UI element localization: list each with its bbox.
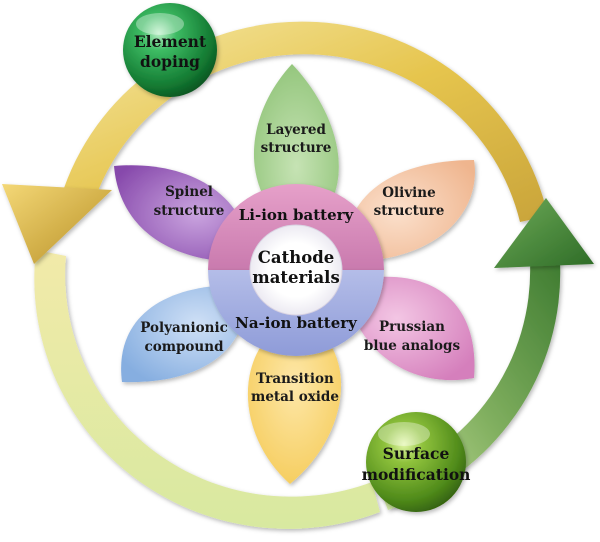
petal-labels: Layered structure Olivine structure Prus…	[140, 122, 460, 405]
green-arrowhead	[494, 198, 594, 268]
element-doping-highlight	[136, 13, 184, 35]
surface-modification-sphere	[366, 412, 466, 512]
prussian-label-line2: blue analogs	[364, 338, 461, 354]
layered-label-line1: Layered	[266, 122, 326, 138]
prussian-label-line1: Prussian	[379, 319, 445, 335]
petal-transition	[247, 318, 342, 484]
spinel-label-line2: structure	[154, 203, 225, 219]
gold-arrowhead	[2, 184, 112, 264]
polyanionic-label-line2: compound	[144, 339, 224, 355]
center-label-line1: Cathode	[258, 248, 334, 267]
li-ion-label: Li-ion battery	[239, 206, 355, 224]
element-doping-line1: Element	[134, 32, 207, 51]
petal-olivine	[344, 160, 475, 262]
pale-arc	[34, 250, 381, 529]
surface-modification-line2: modification	[362, 465, 471, 484]
sphere-surface-modification: Surface modification	[362, 412, 471, 512]
sphere-element-doping: Element doping	[123, 3, 217, 97]
transition-label-line2: metal oxide	[251, 389, 339, 405]
element-doping-line2: doping	[140, 52, 200, 71]
petal-polyanionic	[121, 284, 249, 383]
surface-modification-line1: Surface	[383, 444, 450, 463]
na-ion-label: Na-ion battery	[235, 314, 358, 332]
polyanionic-label-line1: Polyanionic	[140, 320, 228, 336]
center-label-line2: materials	[252, 268, 339, 287]
olivine-label-line1: Olivine	[382, 185, 435, 201]
olivine-label-line2: structure	[374, 203, 445, 219]
element-doping-sphere	[123, 3, 217, 97]
spinel-label-line1: Spinel	[165, 184, 213, 200]
center-disc	[249, 224, 343, 316]
surface-modification-highlight	[378, 422, 430, 446]
transition-label-line1: Transition	[256, 371, 334, 387]
battery-ring	[208, 184, 384, 356]
layered-label-line2: structure	[261, 140, 332, 156]
